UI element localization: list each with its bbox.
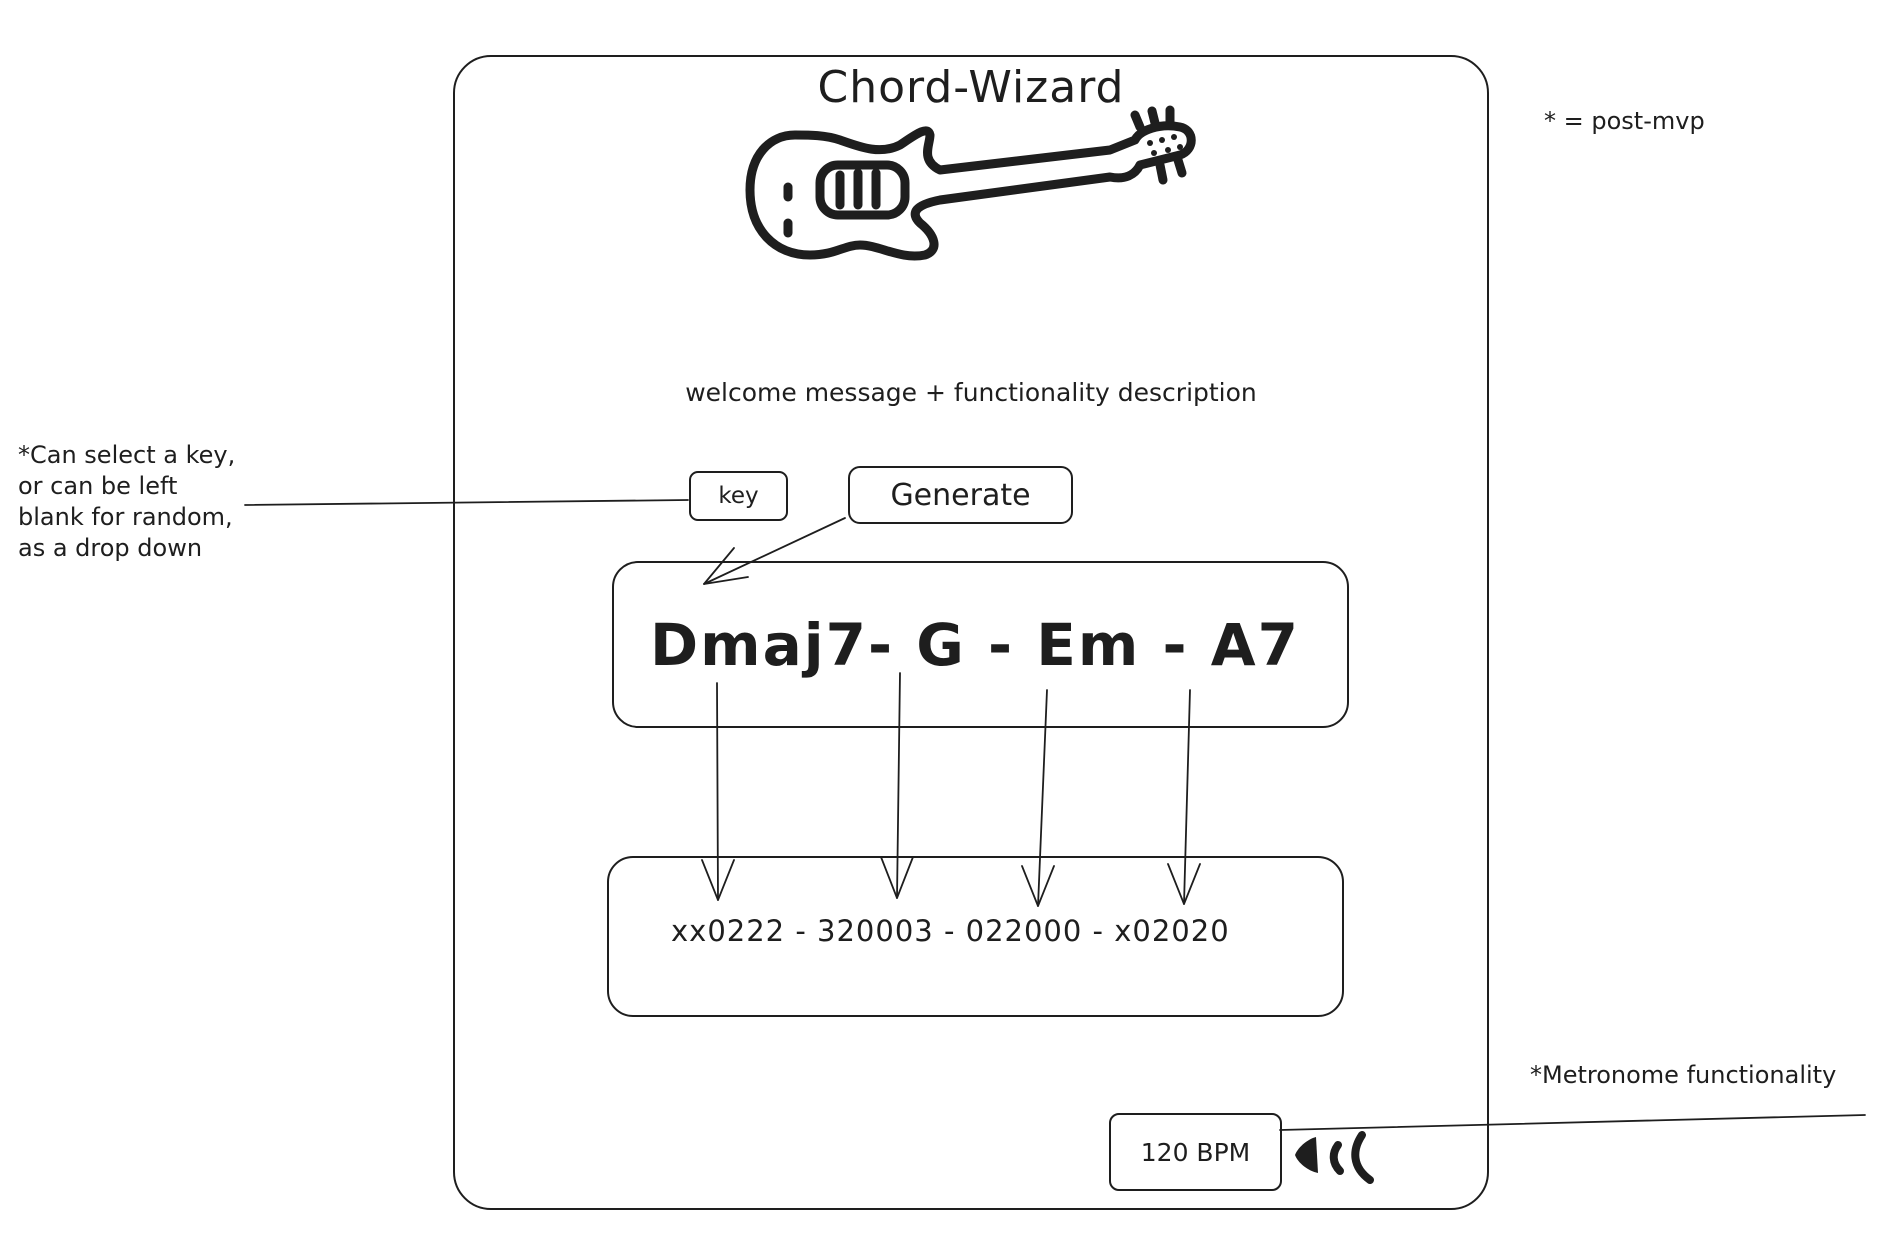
bpm-display[interactable]: 120 BPM bbox=[1109, 1113, 1282, 1191]
chord-arrow bbox=[716, 682, 719, 901]
post-mvp-legend: * = post-mvp bbox=[1544, 107, 1705, 135]
app-frame bbox=[453, 55, 1489, 1210]
generate-arrow bbox=[703, 517, 846, 585]
key-dropdown[interactable]: key bbox=[689, 471, 788, 521]
welcome-message: welcome message + functionality descript… bbox=[685, 378, 1257, 407]
tab-fingerings-box: xx0222 - 320003 - 022000 - x02020 bbox=[607, 856, 1344, 1017]
guitar-icon bbox=[745, 105, 1196, 261]
chord-progression-text: Dmaj7- G - Em - A7 bbox=[650, 610, 1301, 679]
chord-arrow bbox=[1183, 689, 1191, 905]
chord-arrow bbox=[896, 672, 901, 899]
chord-progression-box: Dmaj7- G - Em - A7 bbox=[612, 561, 1349, 728]
generate-arrowhead bbox=[703, 547, 749, 585]
key-annotation: *Can select a key, or can be left blank … bbox=[18, 440, 258, 564]
app-title: Chord-Wizard bbox=[817, 62, 1125, 113]
metronome-annotation-connector bbox=[1279, 1114, 1866, 1131]
generate-button[interactable]: Generate bbox=[848, 466, 1073, 524]
chord-arrowhead bbox=[701, 859, 735, 901]
bpm-label: 120 BPM bbox=[1140, 1137, 1251, 1167]
key-annotation-line: as a drop down bbox=[18, 534, 203, 562]
chord-arrowhead bbox=[1167, 863, 1201, 905]
chord-arrowhead bbox=[1021, 865, 1055, 907]
chord-arrow bbox=[1037, 689, 1048, 907]
key-annotation-line: blank for random, bbox=[18, 503, 233, 531]
speaker-icon[interactable] bbox=[1290, 1125, 1385, 1185]
key-annotation-line: *Can select a key, bbox=[18, 441, 236, 469]
key-annotation-line: or can be left bbox=[18, 472, 178, 500]
metronome-annotation: *Metronome functionality bbox=[1530, 1061, 1837, 1089]
chord-arrowhead bbox=[880, 856, 914, 899]
tab-fingerings-text: xx0222 - 320003 - 022000 - x02020 bbox=[671, 914, 1230, 948]
key-annotation-connector bbox=[244, 499, 689, 506]
